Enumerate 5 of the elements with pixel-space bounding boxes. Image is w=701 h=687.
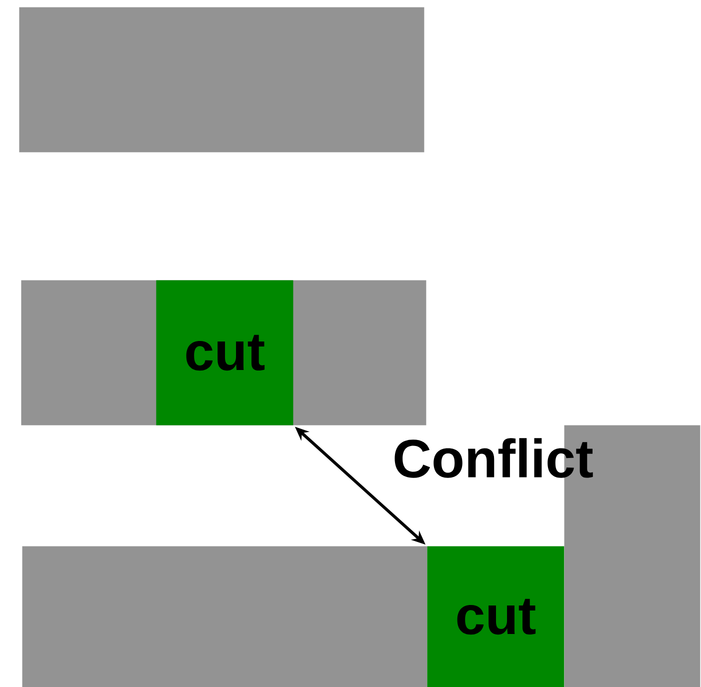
bar — [22, 546, 428, 687]
edge-label: Conflict — [394, 438, 593, 478]
cut-box: cut — [427, 546, 564, 687]
cut-box: cut — [156, 280, 294, 426]
bar — [19, 7, 424, 152]
